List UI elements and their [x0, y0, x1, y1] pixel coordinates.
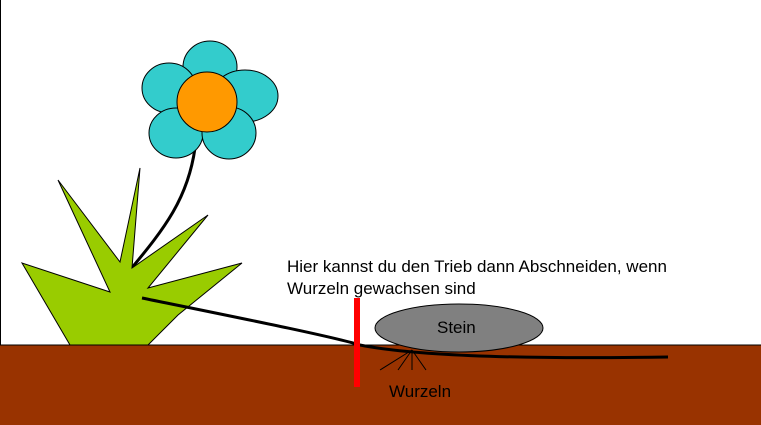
runner-stem [141, 296, 669, 360]
cut-instruction-line-1: Hier kannst du den Trieb dann Abschneide… [287, 257, 667, 276]
roots [379, 349, 427, 371]
cut-instruction-line-2: Wurzeln gewachsen sind [287, 279, 476, 298]
root-line [379, 349, 413, 371]
root-line [397, 349, 413, 371]
plant-leaves [20, 167, 243, 346]
stone [374, 303, 544, 353]
flower-stem [128, 147, 197, 271]
stone-label: Stein [437, 318, 476, 337]
root-line [411, 349, 427, 371]
flower [141, 40, 279, 160]
flower-center [176, 71, 238, 133]
roots-label: Wurzeln [389, 382, 452, 401]
